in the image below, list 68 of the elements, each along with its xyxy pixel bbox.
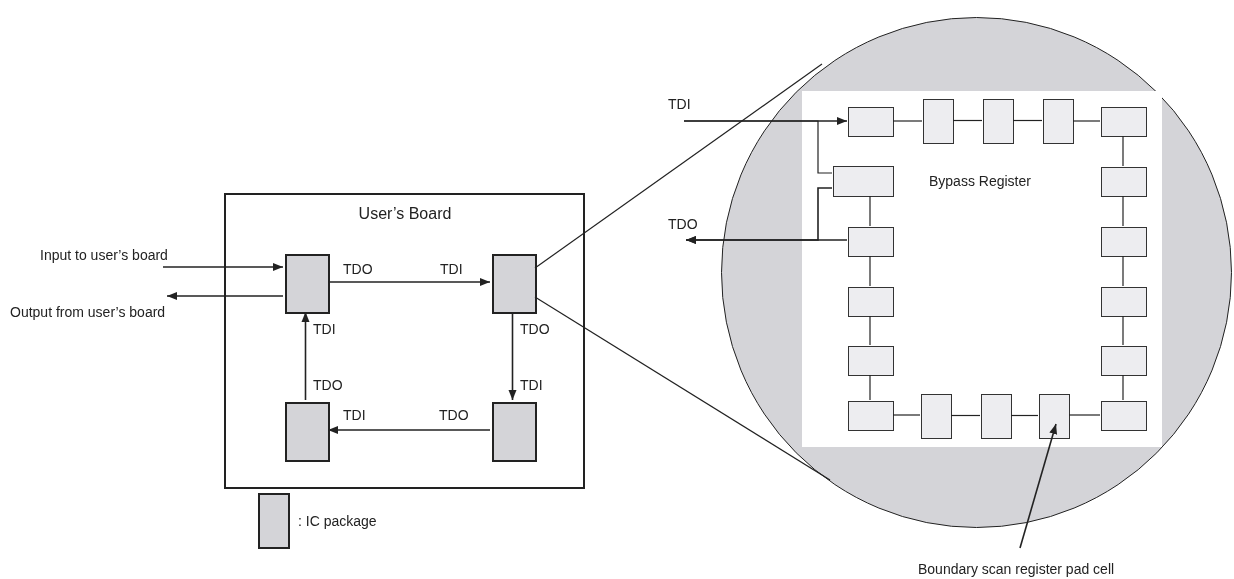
arrow (685, 236, 848, 244)
register-cell (848, 401, 894, 431)
arrow (301, 311, 310, 401)
arrow (162, 263, 284, 271)
pin-label: TDI (668, 96, 691, 121)
register-cell (848, 107, 894, 137)
connector-line (1012, 119, 1043, 122)
ic-package (285, 402, 330, 462)
register-cell (848, 287, 894, 317)
pin-label: TDO (520, 321, 550, 337)
register-cell (921, 394, 952, 439)
chip-die (802, 91, 1162, 447)
register-label: Bypass Register (929, 173, 1031, 189)
register-cell (923, 99, 954, 144)
pin-label: TDO (343, 261, 373, 277)
connector-line (869, 195, 871, 227)
arrow (327, 426, 491, 434)
signal-label: Input to user’s board (40, 247, 168, 267)
connector-line (683, 120, 833, 174)
register-cell (981, 394, 1012, 439)
register-cell (1101, 107, 1147, 137)
register-cell (1101, 227, 1147, 257)
zoom-line (534, 63, 823, 269)
pin-label: TDI (313, 321, 336, 337)
connector-line (950, 414, 981, 417)
connector-line (892, 414, 921, 416)
arrow (327, 278, 491, 286)
legend-label: : IC package (298, 513, 377, 529)
connector-line (1068, 414, 1101, 416)
ic-package (492, 254, 537, 314)
connector-line (1122, 195, 1124, 227)
connector-line (1122, 255, 1124, 287)
board-outline (224, 193, 585, 489)
register-cell (1039, 394, 1070, 439)
pin-label: TDI (440, 261, 463, 277)
pin-label: TDO (313, 377, 343, 393)
connector-line (1072, 120, 1101, 122)
signal-label: Output from user’s board (10, 296, 166, 320)
pin-label: TDI (343, 407, 366, 423)
arrow (166, 292, 284, 300)
connector-line (869, 255, 871, 287)
register-cell (1101, 401, 1147, 431)
pin-label: TDO (668, 216, 698, 240)
register-cell (848, 227, 894, 257)
board-title: User’s Board (358, 206, 452, 222)
connector-line (1010, 414, 1039, 417)
connector-line (1122, 135, 1124, 167)
connector-line (892, 120, 923, 122)
register-cell (1101, 167, 1147, 197)
caption-text: Boundary scan register pad cell (918, 548, 1115, 577)
ic-package (492, 402, 537, 462)
pin-label: TDI (520, 377, 543, 393)
pin-label: TDO (439, 407, 469, 423)
register-cell (848, 346, 894, 376)
zoom-line (534, 296, 831, 481)
register-cell (833, 166, 894, 197)
ic-package (285, 254, 330, 314)
connector-line (952, 119, 983, 122)
arrow (508, 311, 517, 401)
register-cell (1101, 287, 1147, 317)
connector-line (869, 315, 871, 346)
register-cell (1101, 346, 1147, 376)
register-cell (1043, 99, 1074, 144)
leader-line (1019, 423, 1058, 549)
connector-line (1122, 315, 1124, 346)
register-cell (983, 99, 1014, 144)
connector-line (869, 374, 871, 401)
connector-line (1122, 374, 1124, 401)
